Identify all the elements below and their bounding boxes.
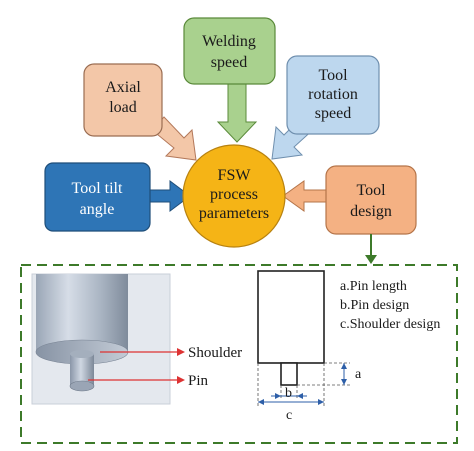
center-label-3: parameters bbox=[199, 205, 269, 222]
tool-design-label-1: Tool bbox=[356, 182, 386, 199]
tool-rotation-box: Tool rotation speed bbox=[286, 55, 380, 135]
axial-load-label-2: load bbox=[109, 99, 137, 116]
tool-rotation-label-2: rotation bbox=[308, 86, 358, 103]
welding-speed-label-1: Welding bbox=[202, 33, 256, 50]
dimension-c bbox=[257, 363, 325, 406]
legend-shoulder-design: c.Shoulder design bbox=[340, 317, 440, 332]
tool-rotation-label-3: speed bbox=[315, 105, 351, 122]
tool-design-arrow bbox=[282, 180, 327, 212]
pin-label: Pin bbox=[188, 373, 209, 389]
dimension-b-label: b bbox=[285, 386, 292, 401]
tool-detail-panel bbox=[20, 264, 458, 444]
tool-design-box: Tool design bbox=[325, 165, 417, 235]
tool-schematic bbox=[257, 270, 325, 386]
pin-pointer bbox=[88, 376, 185, 384]
tool-rotation-label-1: Tool bbox=[318, 67, 348, 84]
shoulder-label: Shoulder bbox=[188, 345, 242, 361]
tool-photo bbox=[31, 273, 171, 405]
welding-speed-box: Welding speed bbox=[183, 17, 276, 85]
tool-design-connector bbox=[365, 234, 377, 264]
dimension-a-label: a bbox=[355, 367, 362, 382]
tool-tilt-label-1: Tool tilt bbox=[72, 180, 123, 197]
dimension-a bbox=[297, 362, 350, 386]
legend-pin-design: b.Pin design bbox=[340, 298, 409, 313]
axial-load-box: Axial load bbox=[83, 63, 163, 137]
axial-load-arrow bbox=[151, 116, 197, 161]
legend-pin-length: a.Pin length bbox=[340, 279, 407, 294]
axial-load-label-1: Axial bbox=[105, 79, 141, 96]
fsw-center-circle: FSW process parameters bbox=[182, 144, 286, 248]
tool-tilt-label-2: angle bbox=[80, 201, 115, 218]
dimension-c-label: c bbox=[286, 408, 292, 423]
tool-tilt-arrow bbox=[149, 180, 191, 212]
shoulder-pointer bbox=[100, 348, 185, 356]
center-label-1: FSW bbox=[218, 167, 252, 184]
welding-speed-label-2: speed bbox=[211, 54, 247, 71]
center-label-2: process bbox=[210, 186, 258, 203]
dimension-b bbox=[271, 385, 307, 400]
tool-tilt-box: Tool tilt angle bbox=[44, 162, 151, 232]
tool-design-label-2: design bbox=[350, 203, 392, 220]
